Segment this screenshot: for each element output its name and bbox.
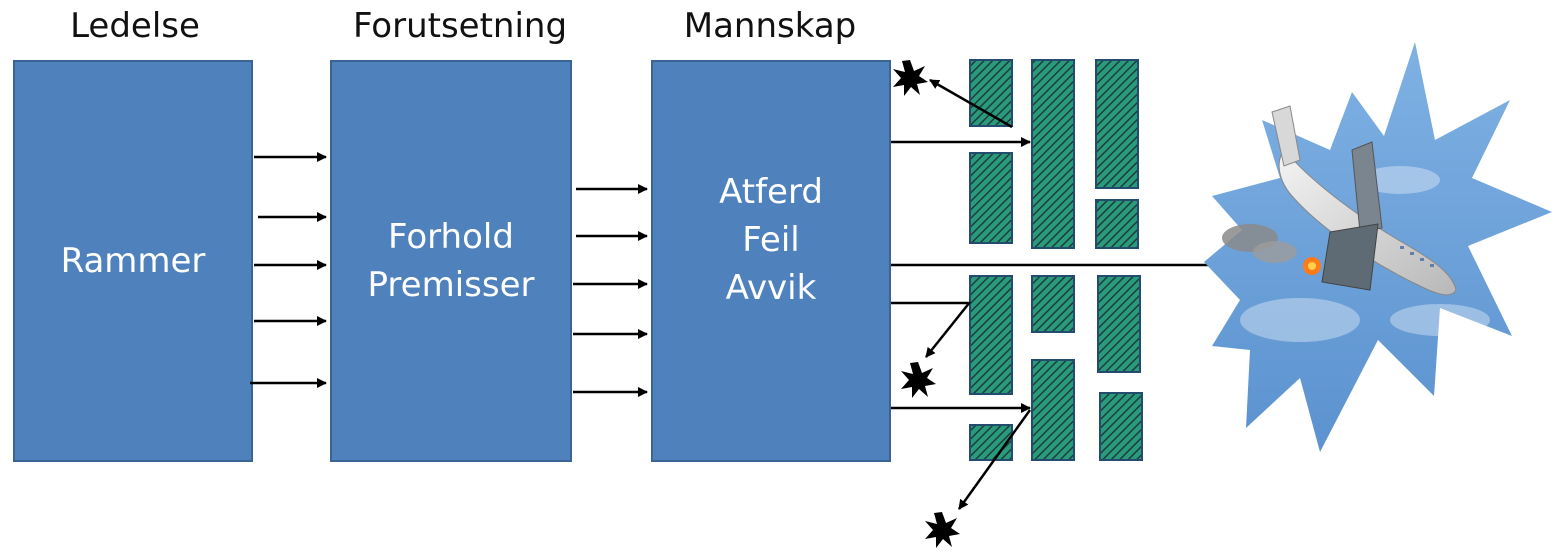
failure-paths [891, 78, 1231, 510]
smoke [1253, 241, 1297, 263]
plane-icon [1271, 105, 1457, 296]
explosion-icon [901, 362, 936, 398]
barrier-block [1031, 359, 1075, 461]
crew-line-1: Atferd [719, 172, 823, 212]
crew-line-3: Avvik [725, 268, 817, 308]
crew-box: Atferd Feil Avvik [651, 60, 891, 462]
barrier-block [969, 275, 1013, 395]
fire [1308, 262, 1316, 270]
arrows-preconditions-to-crew [573, 184, 648, 397]
barrier-block [969, 152, 1013, 244]
barrier-block [969, 424, 1013, 461]
management-box-label: Rammer [61, 237, 206, 285]
crew-line-2: Feil [742, 220, 800, 260]
barrier-block [1097, 275, 1141, 373]
header-management: Ledelse [70, 6, 200, 46]
arrow [957, 409, 1032, 510]
barrier-block [1095, 59, 1139, 189]
arrow [929, 78, 1013, 129]
barrier-block [1095, 199, 1139, 249]
header-crew: Mannskap [683, 6, 857, 46]
preconditions-box: Forhold Premisser [330, 60, 572, 462]
explosion-icon [893, 60, 928, 96]
preconditions-line-1: Forhold [388, 217, 514, 257]
cloud-texture [1240, 166, 1490, 342]
management-box: Rammer [13, 60, 253, 462]
defense-barriers [969, 59, 1143, 461]
crew-box-label: Atferd Feil Avvik [719, 168, 823, 312]
barrier-block [1031, 59, 1075, 249]
arrow [925, 301, 971, 358]
header-preconditions: Forutsetning [352, 6, 568, 46]
arrows-management-to-preconditions [250, 152, 327, 388]
management-line-1: Rammer [60, 241, 206, 281]
preconditions-box-label: Forhold Premisser [368, 213, 535, 309]
barrier-block [1031, 275, 1075, 333]
barrier-block [1099, 392, 1143, 461]
explosion-icon [925, 512, 960, 548]
preconditions-line-2: Premisser [367, 265, 535, 305]
accident-illustration [1204, 42, 1552, 452]
